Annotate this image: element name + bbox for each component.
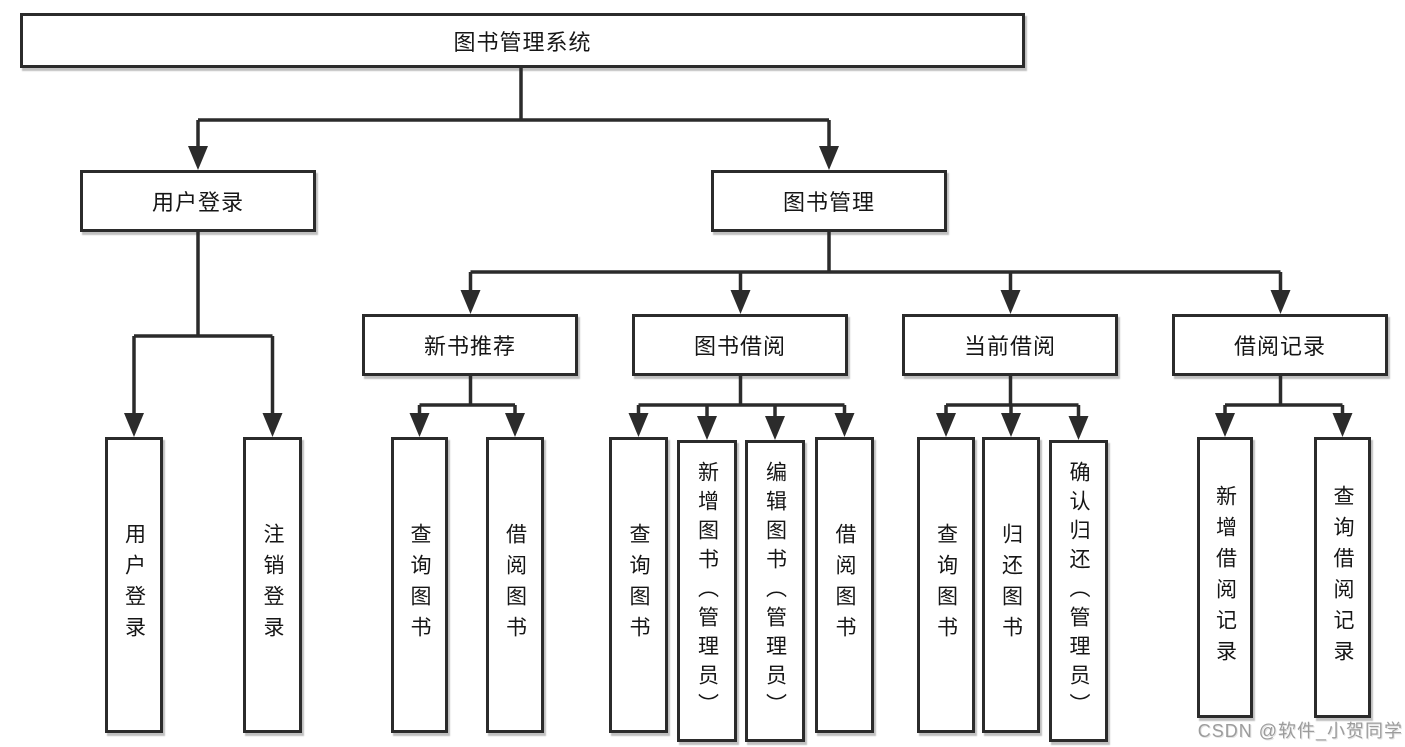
arrowhead-icon: [628, 413, 649, 437]
leaf-user-login: 用户登录: [105, 437, 163, 733]
edge-login-to-leaves: [124, 232, 283, 437]
edge-record-to-leaves: [1215, 376, 1353, 437]
leaf-logout-login: 注销登录: [243, 437, 302, 733]
leaf-borrow-query-book: 查询图书: [609, 437, 668, 733]
edge-recommend-to-leaves: [409, 376, 525, 437]
edge-root-to-level2: [188, 68, 839, 170]
leaf-borrow-borrow-book: 借阅图书: [815, 437, 874, 733]
node-current-borrow: 当前借阅: [902, 314, 1118, 376]
leaf-borrow-edit-book-admin: 编辑图书（管理员）: [745, 440, 805, 742]
arrowhead-icon: [1270, 290, 1291, 314]
csdn-watermark: CSDN @软件_小贺同学: [1197, 721, 1403, 741]
arrowhead-icon: [124, 413, 144, 437]
leaf-record-add-borrow-record: 新增借阅记录: [1197, 437, 1253, 718]
edge-borrow-to-leaves: [628, 376, 855, 440]
leaf-recommend-borrow-book: 借阅图书: [486, 437, 544, 733]
leaf-current-confirm-return-admin: 确认归还（管理员）: [1049, 440, 1108, 742]
edge-management-to-level3: [460, 232, 1291, 314]
arrowhead-icon: [1215, 413, 1235, 437]
arrowhead-icon: [1068, 416, 1089, 440]
node-root-system: 图书管理系统: [20, 13, 1025, 68]
leaf-current-return-book: 归还图书: [982, 437, 1040, 733]
node-book-management: 图书管理: [711, 170, 947, 232]
node-book-borrow: 图书借阅: [632, 314, 848, 376]
arrowhead-icon: [1000, 290, 1021, 314]
arrowhead-icon: [460, 290, 481, 314]
node-new-book-recommend: 新书推荐: [362, 314, 578, 376]
arrowhead-icon: [834, 413, 855, 437]
arrowhead-icon: [730, 290, 751, 314]
arrowhead-icon: [262, 413, 283, 437]
leaf-record-query-borrow-record: 查询借阅记录: [1314, 437, 1371, 718]
edge-current-to-leaves: [936, 376, 1089, 440]
arrowhead-icon: [697, 416, 717, 440]
arrowhead-icon: [1001, 413, 1021, 437]
arrowhead-icon: [188, 146, 208, 170]
node-user-login: 用户登录: [80, 170, 316, 232]
arrowhead-icon: [765, 416, 785, 440]
arrowhead-icon: [505, 413, 525, 437]
leaf-recommend-query-book: 查询图书: [391, 437, 448, 733]
arrowhead-icon: [936, 413, 956, 437]
arrowhead-icon: [819, 146, 839, 170]
node-borrow-record: 借阅记录: [1172, 314, 1388, 376]
arrowhead-icon: [409, 413, 430, 437]
leaf-borrow-add-book-admin: 新增图书（管理员）: [677, 440, 737, 742]
leaf-current-query-book: 查询图书: [917, 437, 975, 733]
arrowhead-icon: [1332, 413, 1353, 437]
